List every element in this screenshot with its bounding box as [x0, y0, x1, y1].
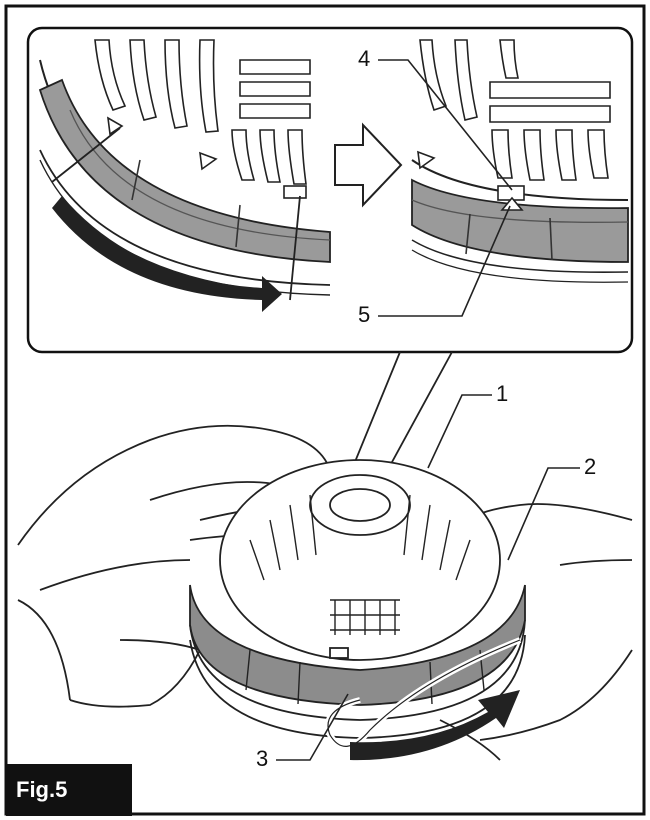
leader-5 — [378, 205, 511, 317]
callout-5: 5 — [358, 302, 371, 327]
leader-1 — [427, 394, 492, 469]
leader-4 — [378, 59, 513, 191]
leader-2 — [507, 467, 580, 561]
callout-1: 1 — [496, 381, 509, 406]
main-scene — [17, 424, 633, 761]
transition-arrow — [334, 122, 403, 208]
callout-4: 4 — [358, 46, 371, 71]
callout-2: 2 — [584, 454, 597, 479]
callout-3: 3 — [256, 746, 269, 771]
figure-label: Fig.5 — [6, 764, 132, 816]
leader-3 — [276, 693, 349, 761]
outer-border — [4, 4, 646, 816]
detail-inset — [26, 26, 634, 354]
detail-after — [411, 39, 629, 283]
detail-before — [38, 39, 331, 312]
rotation-arrow — [350, 690, 520, 761]
